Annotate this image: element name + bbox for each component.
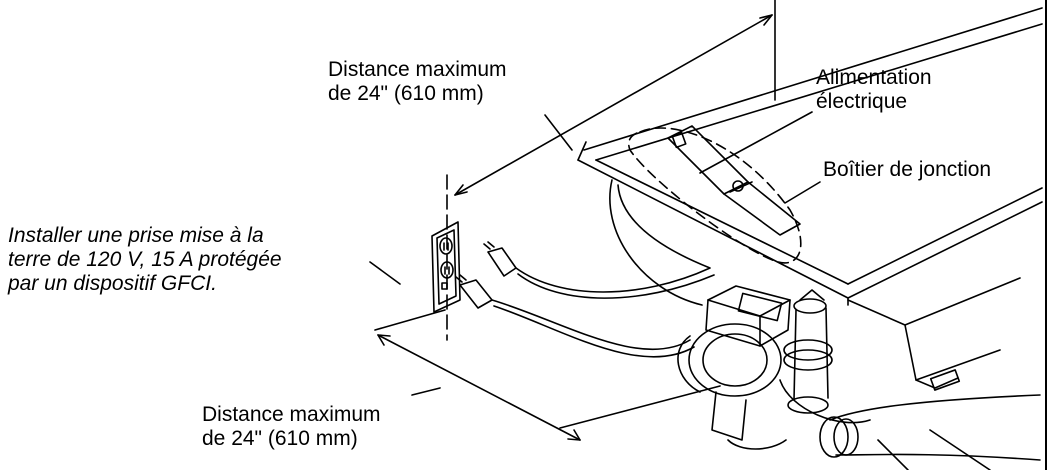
suction-pipe — [819, 394, 1041, 470]
junction-box — [667, 125, 801, 236]
gfci-outlet — [431, 221, 461, 313]
label-outlet-note-line3: par un dispositif GFCI. — [8, 272, 217, 295]
label-distance-bottom: Distance maximum de 24" (610 mm) — [202, 403, 381, 451]
leader-junction — [784, 181, 821, 204]
label-junction-box-line1: Boîtier de jonction — [823, 158, 992, 181]
pump-discharge-pipe — [783, 289, 833, 414]
label-outlet-note-line2: terre de 120 V, 15 A protégée — [8, 248, 282, 271]
pump-cord — [609, 179, 703, 306]
bathtub-body — [847, 277, 1021, 391]
label-outlet-note: Installer une prise mise à la terre de 1… — [8, 224, 282, 296]
label-distance-top-line1: Distance maximum — [328, 58, 507, 81]
label-power-supply-line2: électrique — [816, 90, 908, 113]
power-area-highlight — [627, 127, 802, 264]
leader-power — [699, 111, 813, 174]
label-distance-top-line2: de 24" (610 mm) — [328, 82, 484, 105]
label-junction-box: Boîtier de jonction — [823, 158, 991, 182]
label-distance-bottom-line2: de 24" (610 mm) — [202, 427, 358, 450]
label-distance-bottom-line1: Distance maximum — [202, 403, 381, 426]
whirlpool-pump — [677, 285, 871, 450]
leader-outlet — [369, 261, 401, 285]
label-outlet-note-line1: Installer une prise mise à la — [8, 224, 264, 247]
label-distance-top: Distance maximum de 24" (610 mm) — [328, 58, 507, 106]
label-power-supply: Alimentation électrique — [816, 66, 932, 114]
lower-plug — [455, 274, 695, 358]
bathtub-rim — [577, 7, 1043, 306]
dimension-line-top — [454, 14, 773, 196]
upper-plug — [483, 184, 715, 299]
label-power-supply-line1: Alimentation — [816, 66, 932, 89]
dimension-line-bottom — [374, 309, 721, 441]
